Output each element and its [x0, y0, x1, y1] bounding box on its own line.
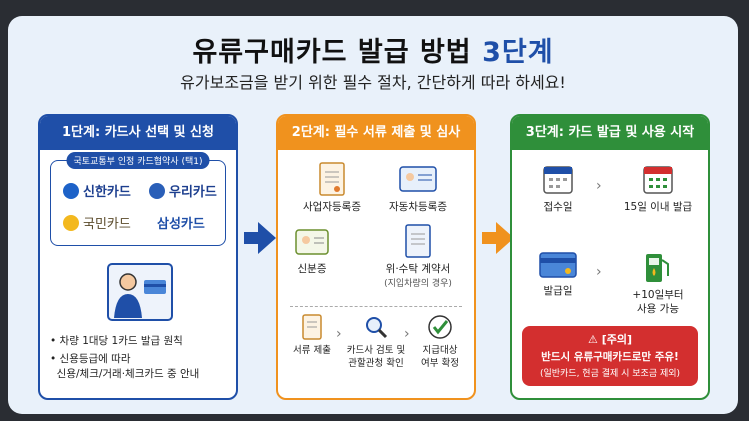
usable-after-10: +10일부터 사용 가능	[618, 250, 698, 316]
bank-samsung: 삼성카드	[157, 213, 205, 232]
process-label: 서류 제출	[293, 345, 331, 356]
credit-card-icon	[539, 252, 577, 278]
doc-label: 위·수탁 계약서	[385, 263, 451, 275]
chevron-right-icon: ›	[596, 264, 602, 280]
step3-heading: 3단계: 카드 발급 및 사용 시작	[512, 116, 708, 150]
issue-date: 발급일	[528, 250, 588, 298]
bullet-item: • 신용등급에 따라	[50, 353, 131, 365]
kb-logo-icon	[63, 214, 79, 231]
step3-panel: 3단계: 카드 발급 및 사용 시작 접수일 › 15일 이내 발급 발급일 ›…	[510, 114, 710, 400]
business-license-doc: 사업자등록증	[288, 162, 376, 214]
doc-sublabel: (지입차량의 경우)	[384, 279, 452, 289]
bank-label: 삼성카드	[157, 217, 205, 232]
page-title: 유류구매카드 발급 방법 3단계	[8, 30, 738, 69]
calendar-icon	[543, 166, 573, 194]
id-badge-icon	[295, 229, 329, 255]
document-icon	[302, 314, 322, 340]
process-submit: 서류 제출	[284, 314, 340, 357]
receipt-date: 접수일	[528, 162, 588, 214]
page-subtitle: 유가보조금을 받기 위한 필수 절차, 간단하게 따라 하세요!	[180, 73, 566, 92]
title-text: 유류구매카드 발급 방법	[192, 37, 483, 68]
doc-label: 자동차등록증	[389, 201, 447, 213]
timeline-label: 발급일	[543, 285, 573, 297]
vehicle-registration-doc: 자동차등록증	[374, 162, 462, 214]
process-confirm: 지급대상 여부 확정	[410, 314, 470, 370]
step2-heading: 2단계: 필수 서류 제출 및 심사	[278, 116, 474, 150]
title-highlight: 3단계	[482, 37, 554, 68]
check-circle-icon	[428, 315, 452, 339]
process-label: 카드사 검토 및 관할관청 확인	[346, 345, 406, 369]
process-label: 지급대상 여부 확정	[421, 345, 459, 369]
chevron-right-icon: ›	[336, 326, 342, 342]
card-company-tag: 국토교통부 인정 카드협약사 (택1)	[66, 152, 210, 169]
warning-title: ⚠ [주의]	[588, 333, 632, 346]
bank-label: 국민카드	[83, 217, 131, 232]
process-review: 카드사 검토 및 관할관청 확인	[342, 314, 410, 370]
warning-box: ⚠ [주의] 반드시 유류구매카드로만 주유! (일반카드, 현금 결제 시 보…	[522, 326, 698, 386]
fuel-pump-icon	[646, 254, 669, 282]
timeline-label: +10일부터 사용 가능	[632, 289, 684, 315]
chevron-right-icon: ›	[404, 326, 410, 342]
step1-bullets: • 차량 1대당 1카드 발급 원칙 • 신용등급에 따라 신용/체크/거래·체…	[50, 334, 199, 385]
doc-label: 신분증	[297, 263, 327, 275]
bullet-item: 신용/체크/거래·체크카드 중 안내	[50, 368, 200, 380]
bullet-item: • 차량 1대당 1카드 발급 원칙	[50, 335, 183, 347]
bank-label: 신한카드	[83, 185, 131, 200]
chevron-right-icon: ›	[596, 178, 602, 194]
bank-shinhan: 신한카드	[63, 181, 131, 200]
id-card-doc: 신분증	[282, 224, 342, 276]
card-company-box: 국토교통부 인정 카드협약사 (택1) 신한카드 우리카드 국민카드 삼성카드	[50, 152, 226, 246]
bank-label: 우리카드	[169, 185, 217, 200]
step2-panel: 2단계: 필수 서류 제출 및 심사 사업자등록증 자동차등록증 신분증 위·수…	[276, 114, 476, 400]
consignment-contract-doc: 위·수탁 계약서 (지입차량의 경우)	[368, 224, 468, 289]
timeline-label: 15일 이내 발급	[623, 201, 693, 213]
vehicle-card-icon	[399, 166, 437, 192]
calendar-icon	[643, 166, 673, 194]
step1-heading: 1단계: 카드사 선택 및 신청	[40, 116, 236, 150]
warning-body: 반드시 유류구매카드로만 주유!	[541, 351, 679, 363]
person-card-icon	[107, 263, 173, 321]
warning-note: (일반카드, 현금 결제 시 보조금 제외)	[539, 369, 681, 379]
issue-within-15: 15일 이내 발급	[618, 162, 698, 214]
document-icon	[319, 162, 345, 196]
magnifier-icon	[366, 317, 388, 339]
divider	[290, 306, 462, 307]
step1-panel: 1단계: 카드사 선택 및 신청 국토교통부 인정 카드협약사 (택1) 신한카…	[38, 114, 238, 400]
shinhan-logo-icon	[63, 182, 79, 199]
infographic-card: 유류구매카드 발급 방법 3단계 유가보조금을 받기 위한 필수 절차, 간단하…	[8, 16, 738, 414]
bank-woori: 우리카드	[149, 181, 217, 200]
contract-icon	[405, 224, 431, 258]
woori-logo-icon	[149, 182, 165, 199]
timeline-label: 접수일	[543, 201, 573, 213]
doc-label: 사업자등록증	[303, 201, 361, 213]
bank-kb: 국민카드	[63, 213, 131, 232]
